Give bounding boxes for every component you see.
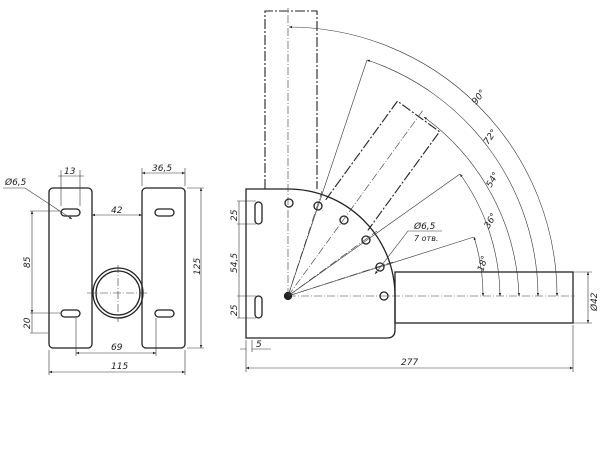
dim-slot-length: 13 <box>64 167 76 177</box>
hole-count: 7 отв. <box>414 234 438 243</box>
mounting-holes <box>283 198 389 301</box>
slot <box>154 208 175 217</box>
dim-gap: 42 <box>111 206 123 216</box>
dim-hole-dia: Ø6,5 <box>413 221 436 232</box>
dim-slot-top: 25 <box>230 209 240 221</box>
dim-height: 125 <box>193 258 203 275</box>
angle-72: 72° <box>482 128 499 147</box>
slot <box>60 208 81 217</box>
dim-hole-span: 69 <box>111 343 123 353</box>
angle-36: 36° <box>483 212 500 231</box>
dim-slot-bottom: 25 <box>230 304 240 316</box>
angle-90: 90° <box>470 88 488 107</box>
dim-pipe-dia: Ø42 <box>589 292 600 312</box>
left-plate <box>48 187 93 349</box>
angle-54: 54° <box>485 171 502 190</box>
dim-slot-hole: Ø6,5 <box>4 177 27 188</box>
dim-edge: 5 <box>256 340 262 350</box>
vertical-pipe-phantom <box>264 10 318 189</box>
side-view: 25 54,5 25 5 277 Ø42 Ø6,5 7 отв. 18° 36°… <box>230 8 600 372</box>
slot <box>154 309 175 318</box>
slot <box>254 201 263 225</box>
horizontal-pipe <box>394 271 574 324</box>
dim-plate-width: 36,5 <box>152 164 172 174</box>
dim-hole-spacing: 85 <box>23 256 33 268</box>
slot <box>60 309 81 318</box>
dim-slot-spacing: 54,5 <box>230 253 240 273</box>
bracket-plate <box>245 188 396 339</box>
dim-hole-offset: 20 <box>23 317 33 329</box>
front-view: Ø6,5 13 36,5 42 125 85 20 69 115 <box>3 164 204 375</box>
angle-18: 18° <box>476 255 490 273</box>
dim-total-length: 277 <box>401 358 418 368</box>
right-plate <box>141 187 186 349</box>
dim-total-width: 115 <box>111 362 128 372</box>
slot <box>254 295 263 319</box>
